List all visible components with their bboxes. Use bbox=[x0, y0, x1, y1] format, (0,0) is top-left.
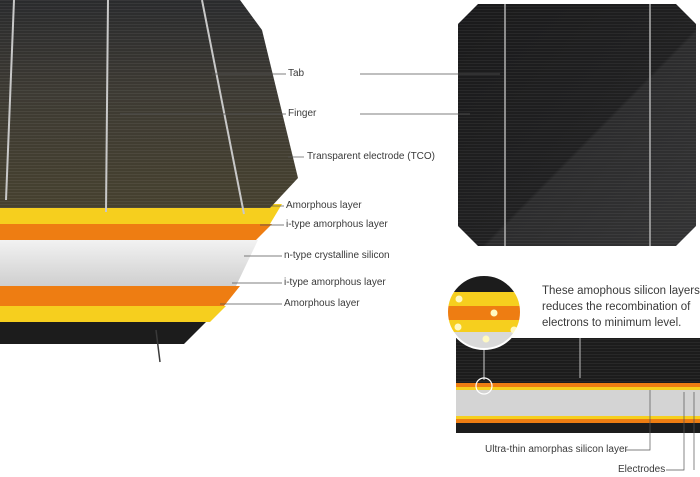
tab-middle bbox=[105, 0, 109, 213]
label-i-type-top: i-type amorphous layer bbox=[286, 219, 388, 230]
label-finger: Finger bbox=[288, 108, 317, 119]
note-line-1: These amophous silicon layers bbox=[542, 285, 700, 297]
bottom-amorphous-layer bbox=[0, 306, 226, 322]
leader-lines bbox=[120, 73, 695, 471]
label-amorphous-top: Amorphous layer bbox=[286, 200, 362, 211]
tab-left bbox=[5, 0, 15, 201]
label-ultra-thin: Ultra-thin amorphas silicon layer bbox=[485, 444, 628, 455]
top-i-type-layer bbox=[0, 224, 272, 240]
label-n-type: n-type crystalline silicon bbox=[284, 250, 390, 261]
solar-cell-panel bbox=[458, 4, 696, 246]
label-tab: Tab bbox=[288, 68, 305, 79]
label-tco: Transparent electrode (TCO) bbox=[307, 151, 436, 162]
n-type-silicon-layer bbox=[0, 240, 258, 286]
label-electrodes: Electrodes bbox=[618, 464, 666, 475]
top-amorphous-layer bbox=[0, 204, 282, 224]
note-line-3: electrons to minimum level. bbox=[542, 317, 682, 329]
label-i-type-bottom: i-type amorphous layer bbox=[284, 277, 386, 288]
label-amorphous-bottom: Amorphous layer bbox=[284, 298, 360, 309]
bottom-i-type-layer bbox=[0, 286, 240, 306]
tab-right bbox=[201, 0, 245, 215]
magnifier-circle-icon bbox=[446, 274, 522, 395]
cell-layer-stack bbox=[0, 0, 298, 363]
recombination-note: These amophous silicon layers reduces th… bbox=[542, 283, 700, 331]
note-line-2: reduces the recombination of bbox=[542, 301, 691, 313]
cross-section bbox=[456, 338, 700, 433]
